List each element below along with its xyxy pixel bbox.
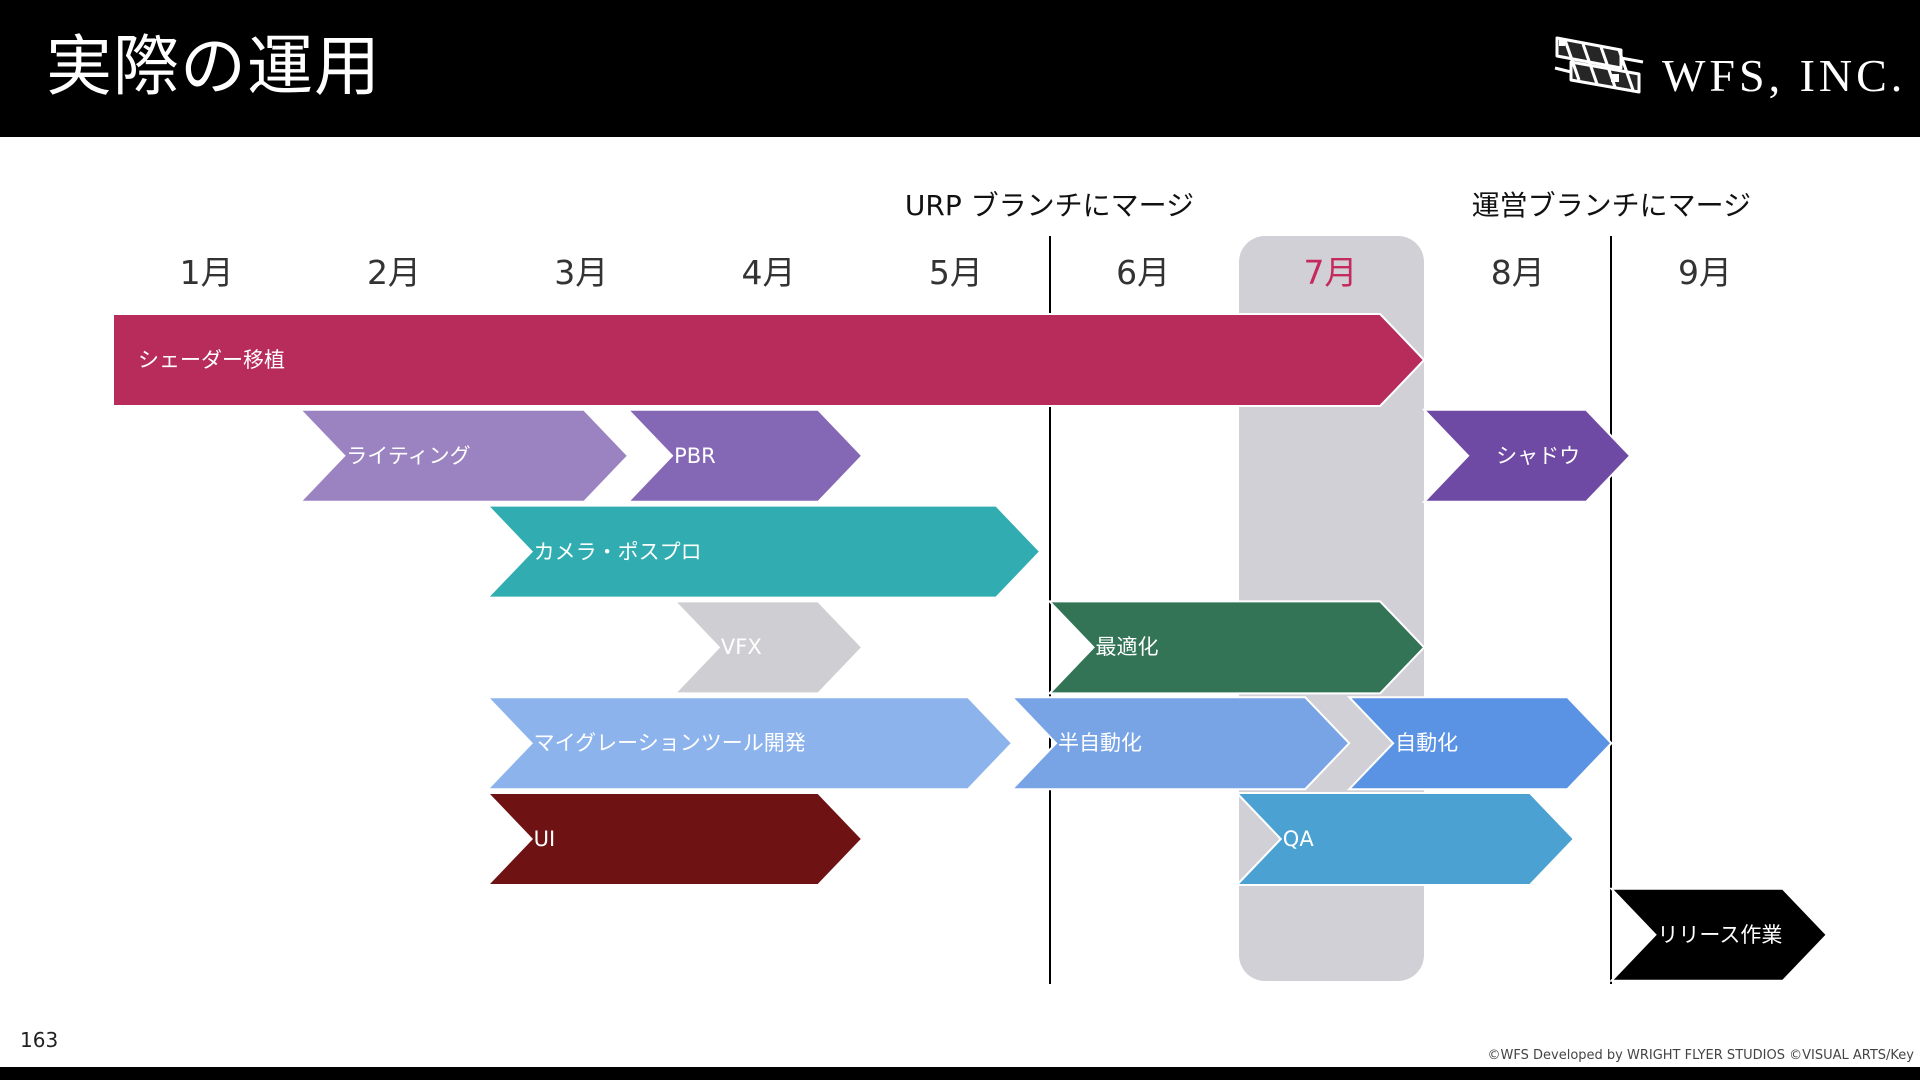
month-label: 6月 [1116,253,1171,292]
milestone-line [1048,236,1051,984]
task-label: シェーダー移植 [138,348,285,372]
month-label: 1月 [179,253,234,292]
task-bar [625,408,864,503]
month-label: 5月 [928,253,983,292]
task-bar [1234,792,1576,886]
task-label: UI [533,827,556,851]
task-label: 最適化 [1095,635,1159,660]
month-label: 2月 [366,253,421,292]
footer-rule [0,1067,1920,1080]
task-bar [485,504,1042,599]
task-bar [1421,408,1632,503]
task-bar [112,313,1426,407]
task-label: ライティング [346,443,471,468]
milestone-line [1610,236,1613,984]
month-label: 8月 [1490,253,1545,292]
copyright-notice: ©WFS Developed by WRIGHT FLYER STUDIOS ©… [1487,1048,1914,1063]
task-bar [485,792,864,886]
task-label: 自動化 [1395,731,1459,756]
milestone-label: URP ブランチにマージ [904,189,1195,222]
task-label: QA [1282,827,1314,851]
task-label: シャドウ [1496,443,1581,468]
company-logo-text: WFS, INC. [1662,50,1907,101]
task-bar [297,408,630,503]
task-label: マイグレーションツール開発 [533,731,806,756]
month-label: 3月 [554,253,609,292]
milestone-label: 運営ブランチにマージ [1471,189,1752,222]
page-number: 163 [20,1028,59,1052]
task-bar [1609,887,1829,982]
month-label: 4月 [741,253,796,292]
slide-title: 実際の運用 [46,28,381,105]
task-label: カメラ・ポスプロ [533,539,702,564]
task-bar [1346,696,1613,791]
task-bar [485,696,1014,791]
task-bar [1047,600,1426,695]
task-label: 半自動化 [1058,731,1143,756]
month-label: 7月 [1303,253,1358,292]
task-label: リリース作業 [1657,922,1783,947]
task-label: VFX [720,635,762,660]
task-bar [1009,696,1351,791]
task-label: PBR [674,443,716,468]
wright-flyer-logo-icon [1554,36,1644,94]
month-label: 9月 [1678,253,1733,292]
task-bar [672,600,864,695]
